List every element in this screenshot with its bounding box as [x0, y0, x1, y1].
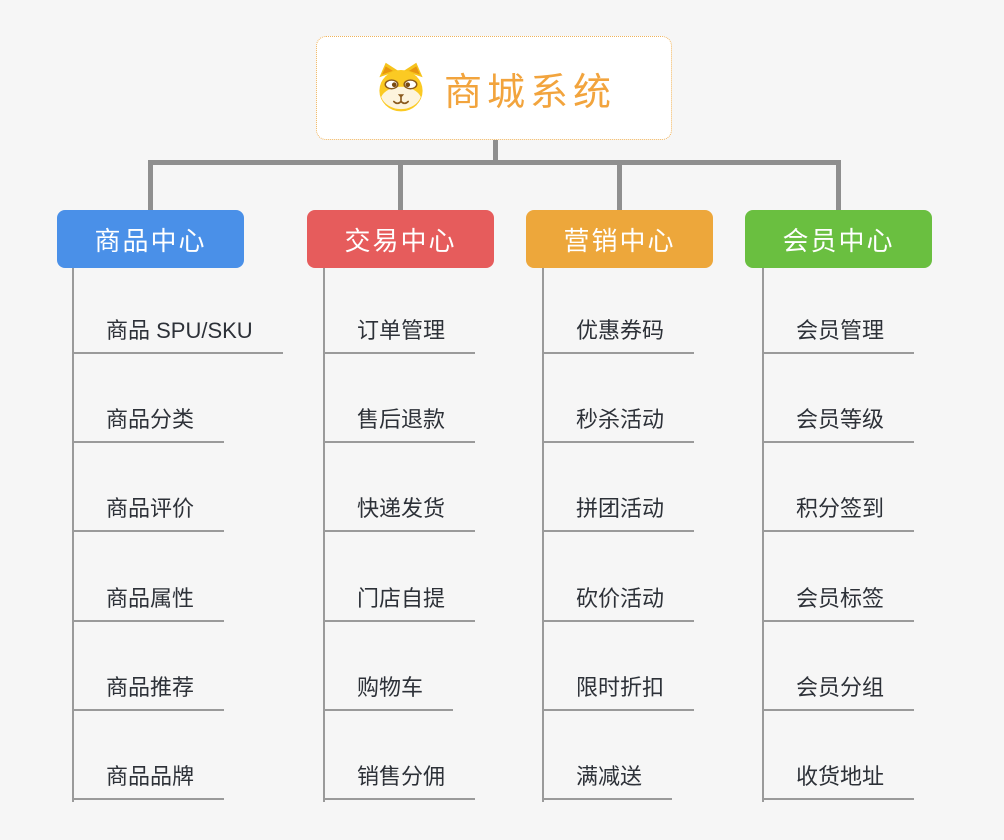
leaf-node[interactable]: 优惠券码 — [542, 308, 695, 354]
branch-node-marketing-center[interactable]: 营销中心 — [526, 210, 713, 268]
leaf-node[interactable]: 会员分组 — [762, 665, 915, 711]
connector-horizontal-bar — [148, 160, 841, 165]
leaf-node[interactable]: 收货地址 — [762, 754, 915, 800]
leaf-node[interactable]: 砍价活动 — [542, 576, 695, 622]
branch-spine-product-center — [72, 268, 74, 802]
branch-spine-marketing-center — [542, 268, 544, 802]
leaf-node[interactable]: 商品属性 — [72, 576, 225, 622]
branch-spine-member-center — [762, 268, 764, 802]
leaf-node[interactable]: 商品推荐 — [72, 665, 225, 711]
leaf-node[interactable]: 销售分佣 — [323, 754, 476, 800]
branch-spine-trade-center — [323, 268, 325, 802]
leaf-node[interactable]: 商品 SPU/SKU — [72, 308, 283, 354]
leaf-node[interactable]: 会员管理 — [762, 308, 915, 354]
leaf-node[interactable]: 售后退款 — [323, 397, 476, 443]
leaf-node[interactable]: 快递发货 — [323, 486, 476, 532]
connector-drop-marketing — [617, 160, 622, 210]
root-node[interactable]: 商城系统 — [316, 36, 672, 140]
leaf-node[interactable]: 限时折扣 — [542, 665, 695, 711]
root-title: 商城系统 — [443, 71, 616, 114]
connector-drop-trade — [398, 160, 403, 210]
leaf-node[interactable]: 秒杀活动 — [542, 397, 695, 443]
leaf-node[interactable]: 商品评价 — [72, 486, 225, 532]
leaf-node[interactable]: 拼团活动 — [542, 486, 695, 532]
leaf-node[interactable]: 满减送 — [542, 754, 673, 800]
branch-node-product-center[interactable]: 商品中心 — [57, 210, 244, 268]
connector-drop-products — [148, 160, 153, 210]
branch-node-trade-center[interactable]: 交易中心 — [307, 210, 494, 268]
leaf-node[interactable]: 商品品牌 — [72, 754, 225, 800]
leaf-node[interactable]: 积分签到 — [762, 486, 915, 532]
branch-node-member-center[interactable]: 会员中心 — [745, 210, 932, 268]
leaf-node[interactable]: 订单管理 — [323, 308, 476, 354]
leaf-node[interactable]: 购物车 — [323, 665, 454, 711]
leaf-node[interactable]: 会员等级 — [762, 397, 915, 443]
leaf-node[interactable]: 门店自提 — [323, 576, 476, 622]
leaf-node[interactable]: 会员标签 — [762, 576, 915, 622]
connector-root-stub — [493, 140, 498, 162]
shiba-dog-face-icon — [379, 62, 423, 112]
leaf-node[interactable]: 商品分类 — [72, 397, 225, 443]
connector-drop-members — [836, 160, 841, 210]
